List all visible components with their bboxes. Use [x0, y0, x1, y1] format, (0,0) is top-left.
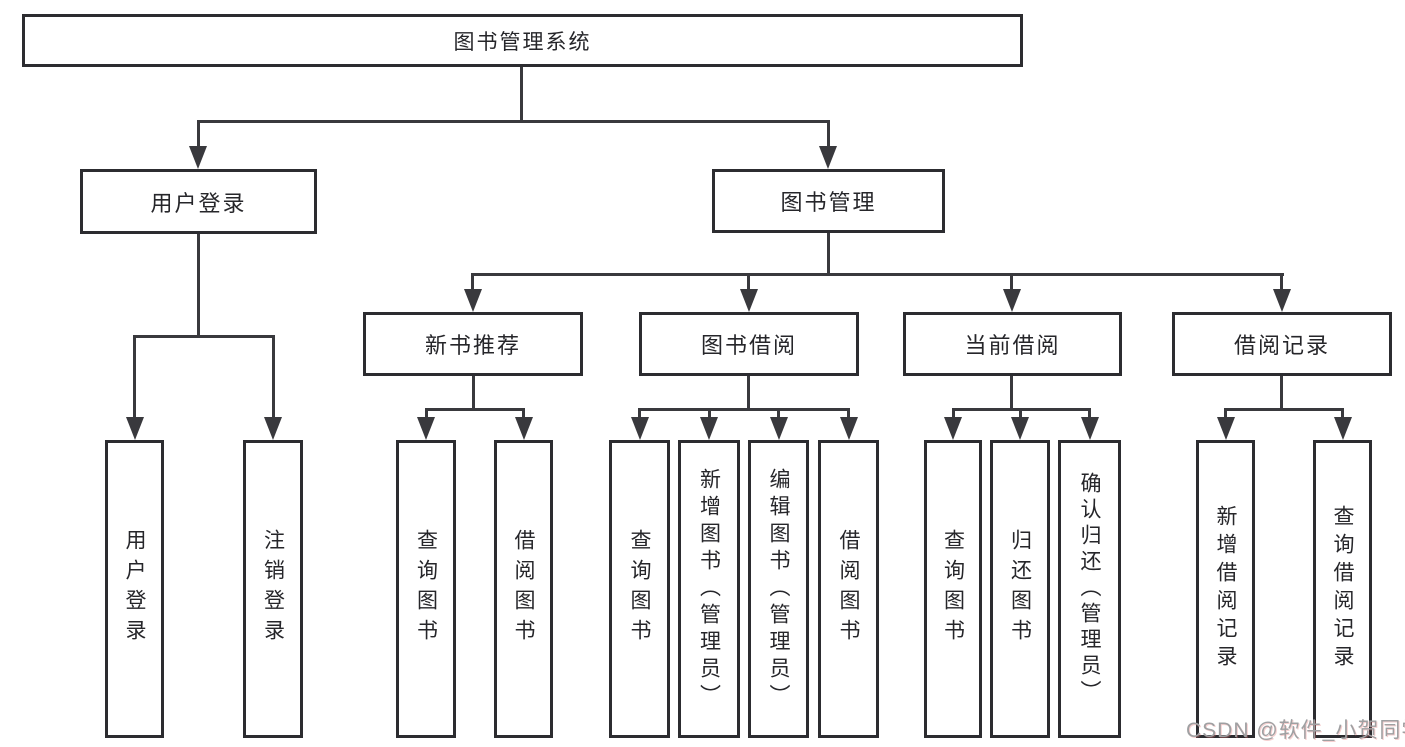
- node-leaf-user-login: 用户登录: [105, 440, 164, 738]
- leaf-label: 新增图书（管理员）: [697, 467, 721, 711]
- connector-root-drop-mgmt: [827, 120, 830, 146]
- arrow-down-icon: [944, 417, 962, 440]
- arrow-down-icon: [189, 146, 207, 169]
- node-book-borrowing: 图书借阅: [639, 312, 859, 376]
- node-leaf-add-books-admin: 新增图书（管理员）: [678, 440, 740, 738]
- leaf-label: 查询图书: [628, 529, 651, 649]
- node-leaf-return-books: 归还图书: [990, 440, 1050, 738]
- arrow-down-icon: [1217, 417, 1235, 440]
- leaf-label: 查询借阅记录: [1331, 505, 1354, 673]
- node-book-management: 图书管理: [712, 169, 945, 233]
- node-leaf-add-borrow-record: 新增借阅记录: [1196, 440, 1255, 738]
- arrow-down-icon: [1081, 417, 1099, 440]
- connector-mgmt-drop-borrow: [747, 273, 750, 289]
- arrow-down-icon: [1334, 417, 1352, 440]
- node-user-login: 用户登录: [80, 169, 317, 234]
- leaf-label: 查询图书: [414, 529, 438, 649]
- connector-login-drop-logout: [272, 335, 275, 419]
- arrow-down-icon: [819, 146, 837, 169]
- leaf-label: 用户登录: [123, 529, 146, 649]
- node-leaf-rec-query-books: 查询图书: [396, 440, 456, 738]
- leaf-label: 借阅图书: [512, 529, 535, 649]
- arrow-down-icon: [1011, 417, 1029, 440]
- node-leaf-borrow-books: 借阅图书: [818, 440, 879, 738]
- connector-current-stem: [1010, 376, 1013, 410]
- connector-root-bar: [197, 120, 830, 123]
- connector-record-bar: [1224, 408, 1344, 411]
- arrow-down-icon: [631, 417, 649, 440]
- arrow-down-icon: [126, 417, 144, 440]
- connector-login-bar: [133, 335, 274, 338]
- connector-borrow-drop-4: [847, 408, 850, 419]
- connector-record-drop-1: [1224, 408, 1227, 419]
- arrow-down-icon: [840, 417, 858, 440]
- connector-mgmt-stem: [827, 233, 830, 275]
- arrow-down-icon: [1273, 289, 1291, 312]
- node-leaf-confirm-return-admin: 确认归还（管理员）: [1058, 440, 1121, 738]
- connector-current-drop-3: [1088, 408, 1091, 419]
- csdn-watermark: CSDN @软件_小贺同学: [1186, 719, 1405, 742]
- leaf-label: 编辑图书（管理员）: [767, 467, 790, 711]
- leaf-label: 新增借阅记录: [1214, 505, 1237, 673]
- connector-rec-bar: [425, 408, 525, 411]
- connector-mgmt-drop-record: [1280, 273, 1283, 289]
- leaf-label: 查询图书: [941, 529, 965, 649]
- connector-record-stem: [1280, 376, 1283, 410]
- connector-record-drop-2: [1341, 408, 1344, 419]
- leaf-label: 确认归还（管理员）: [1078, 472, 1101, 706]
- node-leaf-logout: 注销登录: [243, 440, 303, 738]
- arrow-down-icon: [464, 289, 482, 312]
- arrow-down-icon: [515, 417, 533, 440]
- connector-borrow-drop-1: [638, 408, 641, 419]
- leaf-label: 注销登录: [261, 529, 285, 649]
- leaf-label: 借阅图书: [837, 529, 860, 649]
- connector-mgmt-bar: [472, 273, 1284, 276]
- arrow-down-icon: [740, 289, 758, 312]
- node-root: 图书管理系统: [22, 14, 1023, 67]
- arrow-down-icon: [417, 417, 435, 440]
- connector-root-drop-login: [197, 120, 200, 146]
- connector-root-stem: [520, 67, 523, 121]
- connector-rec-stem: [472, 376, 475, 410]
- node-current-borrowing: 当前借阅: [903, 312, 1122, 376]
- connector-rec-drop-1: [425, 408, 428, 419]
- node-leaf-edit-books-admin: 编辑图书（管理员）: [748, 440, 809, 738]
- connector-current-drop-1: [952, 408, 955, 419]
- connector-mgmt-drop-current: [1010, 273, 1013, 289]
- node-leaf-current-query-books: 查询图书: [924, 440, 982, 738]
- node-leaf-rec-borrow-books: 借阅图书: [494, 440, 553, 738]
- node-leaf-query-borrow-record: 查询借阅记录: [1313, 440, 1372, 738]
- connector-current-drop-2: [1019, 408, 1022, 419]
- connector-borrow-drop-2: [708, 408, 711, 419]
- arrow-down-icon: [700, 417, 718, 440]
- connector-borrow-drop-3: [777, 408, 780, 419]
- arrow-down-icon: [1003, 289, 1021, 312]
- connector-login-stem: [197, 234, 200, 337]
- node-borrowing-records: 借阅记录: [1172, 312, 1392, 376]
- connector-rec-drop-2: [522, 408, 525, 419]
- arrow-down-icon: [264, 417, 282, 440]
- connector-borrow-stem: [747, 376, 750, 410]
- node-leaf-borrow-query-books: 查询图书: [609, 440, 670, 738]
- connector-borrow-bar: [638, 408, 850, 411]
- leaf-label: 归还图书: [1008, 529, 1032, 649]
- connector-login-drop-user: [133, 335, 136, 419]
- connector-mgmt-drop-rec: [471, 273, 474, 289]
- node-new-book-recommend: 新书推荐: [363, 312, 583, 376]
- arrow-down-icon: [770, 417, 788, 440]
